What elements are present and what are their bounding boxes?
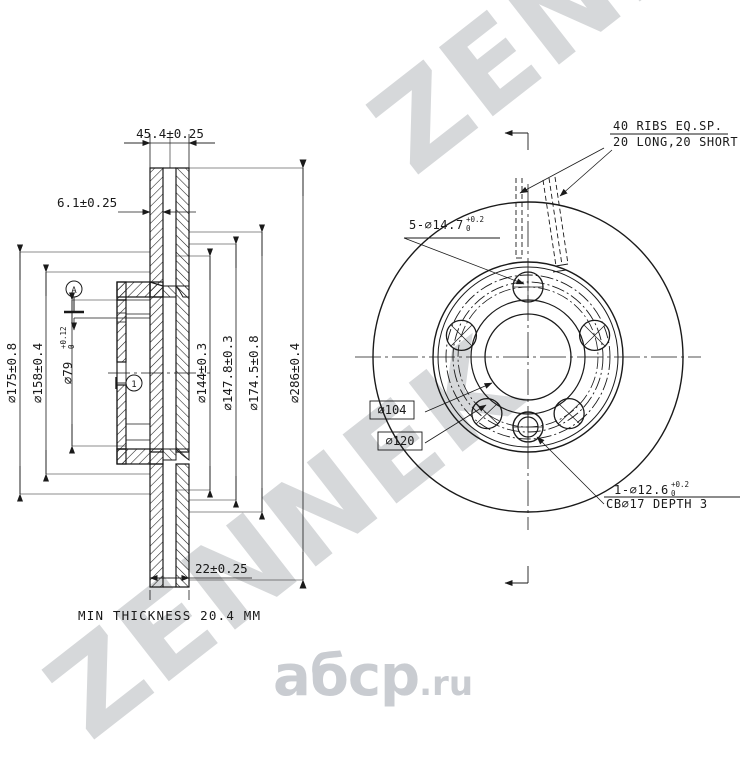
callout-ribs-line1: 40 RIBS EQ.SP.	[613, 119, 723, 133]
face-view-geometry	[355, 130, 701, 586]
dim-45-4-label: 45.4±0.25	[136, 126, 204, 141]
dim-dia-79-label: ⌀79	[60, 362, 75, 385]
callout-pilot-hole-tol-lower: 0	[671, 489, 676, 498]
callout-bolt-holes-tol-upper: +0.2	[466, 215, 484, 224]
callout-bolt-holes-line1: 5-⌀14.7	[409, 218, 464, 232]
watermark-site-suffix: .ru	[419, 664, 474, 704]
dim-dia-174-5-label: ⌀174.5±0.8	[246, 335, 261, 410]
dim-dia-144-label: ⌀144±0.3	[194, 343, 209, 403]
callout-bolt-holes-tol-lower: 0	[466, 224, 471, 233]
dim-dia-79-tol-upper: +0.12	[59, 326, 68, 349]
min-thickness-note: MIN THICKNESS 20.4 MM	[78, 608, 261, 623]
watermark-site-main: абср	[272, 644, 420, 709]
dim-22-label: 22±0.25	[195, 561, 248, 576]
dim-dia-175-label: ⌀175±0.8	[4, 343, 19, 403]
watermark-site: абср.ru	[0, 644, 746, 709]
dim-6-1-label: 6.1±0.25	[57, 195, 117, 210]
datum-a-label: A	[71, 286, 77, 296]
callout-ribs-line2: 20 LONG,20 SHORT	[613, 135, 738, 149]
dim-dia-147-8-label: ⌀147.8±0.3	[220, 335, 235, 410]
callout-pilot-hole-line2: CB⌀17 DEPTH 3	[606, 497, 708, 511]
box-dia-120-label: ⌀120	[386, 434, 415, 448]
section-view-geometry	[108, 132, 210, 588]
dim-dia-158-label: ⌀158±0.4	[30, 343, 45, 403]
dim-dia-79-tol-lower: 0	[67, 344, 76, 349]
box-dia-104-label: ⌀104	[378, 403, 407, 417]
balloon-1-label: 1	[131, 380, 136, 390]
callout-pilot-hole-tol-upper: +0.2	[671, 480, 689, 489]
section-dimension-lines	[17, 134, 307, 600]
technical-drawing: 45.4±0.25 6.1±0.25 22±0.25 ⌀175±0.8 ⌀158…	[4, 119, 740, 623]
bolt-hole-group	[445, 271, 611, 430]
dim-dia-286-label: ⌀286±0.4	[287, 343, 302, 403]
callout-pilot-hole-line1: 1-⌀12.6	[614, 483, 669, 497]
